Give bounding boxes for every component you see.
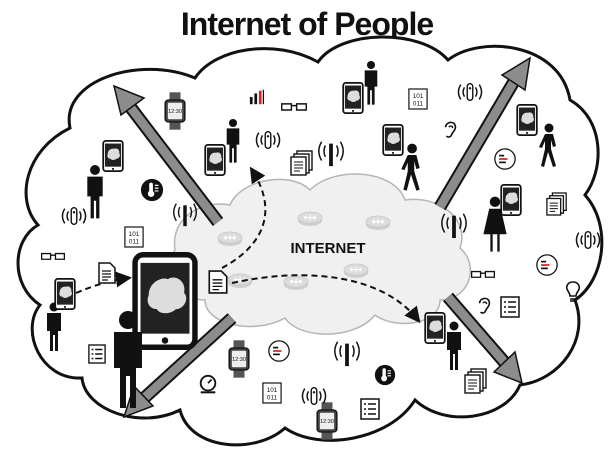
thermometer-icon xyxy=(374,364,396,386)
arrow-to-bottom-right xyxy=(443,292,524,385)
arrow-to-top-left xyxy=(112,84,224,226)
router-icon xyxy=(365,215,391,231)
router-icon xyxy=(227,273,253,289)
dashed-flow-to-right xyxy=(231,274,421,324)
list-document-icon xyxy=(360,398,380,420)
sensor-icon xyxy=(268,340,290,362)
arrow-to-top-right xyxy=(434,56,531,211)
sensor-icon xyxy=(536,254,558,276)
sensor-icon xyxy=(494,148,516,170)
document-stack-icon xyxy=(290,150,313,176)
list-document-icon xyxy=(500,296,520,318)
dashed-flow-left xyxy=(75,271,132,294)
internet-cloud xyxy=(168,173,471,335)
router-icon xyxy=(217,231,243,247)
document-stack-icon xyxy=(546,192,567,216)
router-icon xyxy=(283,275,309,291)
dashed-flow-to-top xyxy=(221,166,267,269)
binary-data-icon xyxy=(124,226,144,248)
arrow-to-bottom-left xyxy=(122,313,237,419)
router-icon xyxy=(343,263,369,279)
central-smartphone-icon xyxy=(135,255,195,348)
thermometer-icon xyxy=(140,178,164,202)
list-document-icon xyxy=(88,344,106,364)
document-icon xyxy=(98,262,116,284)
router-icon xyxy=(297,211,323,227)
central-document-icon xyxy=(208,270,228,294)
binary-data-icon xyxy=(262,382,282,404)
document-stack-icon xyxy=(464,368,487,394)
internet-label: INTERNET xyxy=(291,240,366,257)
binary-data-icon xyxy=(408,88,428,110)
